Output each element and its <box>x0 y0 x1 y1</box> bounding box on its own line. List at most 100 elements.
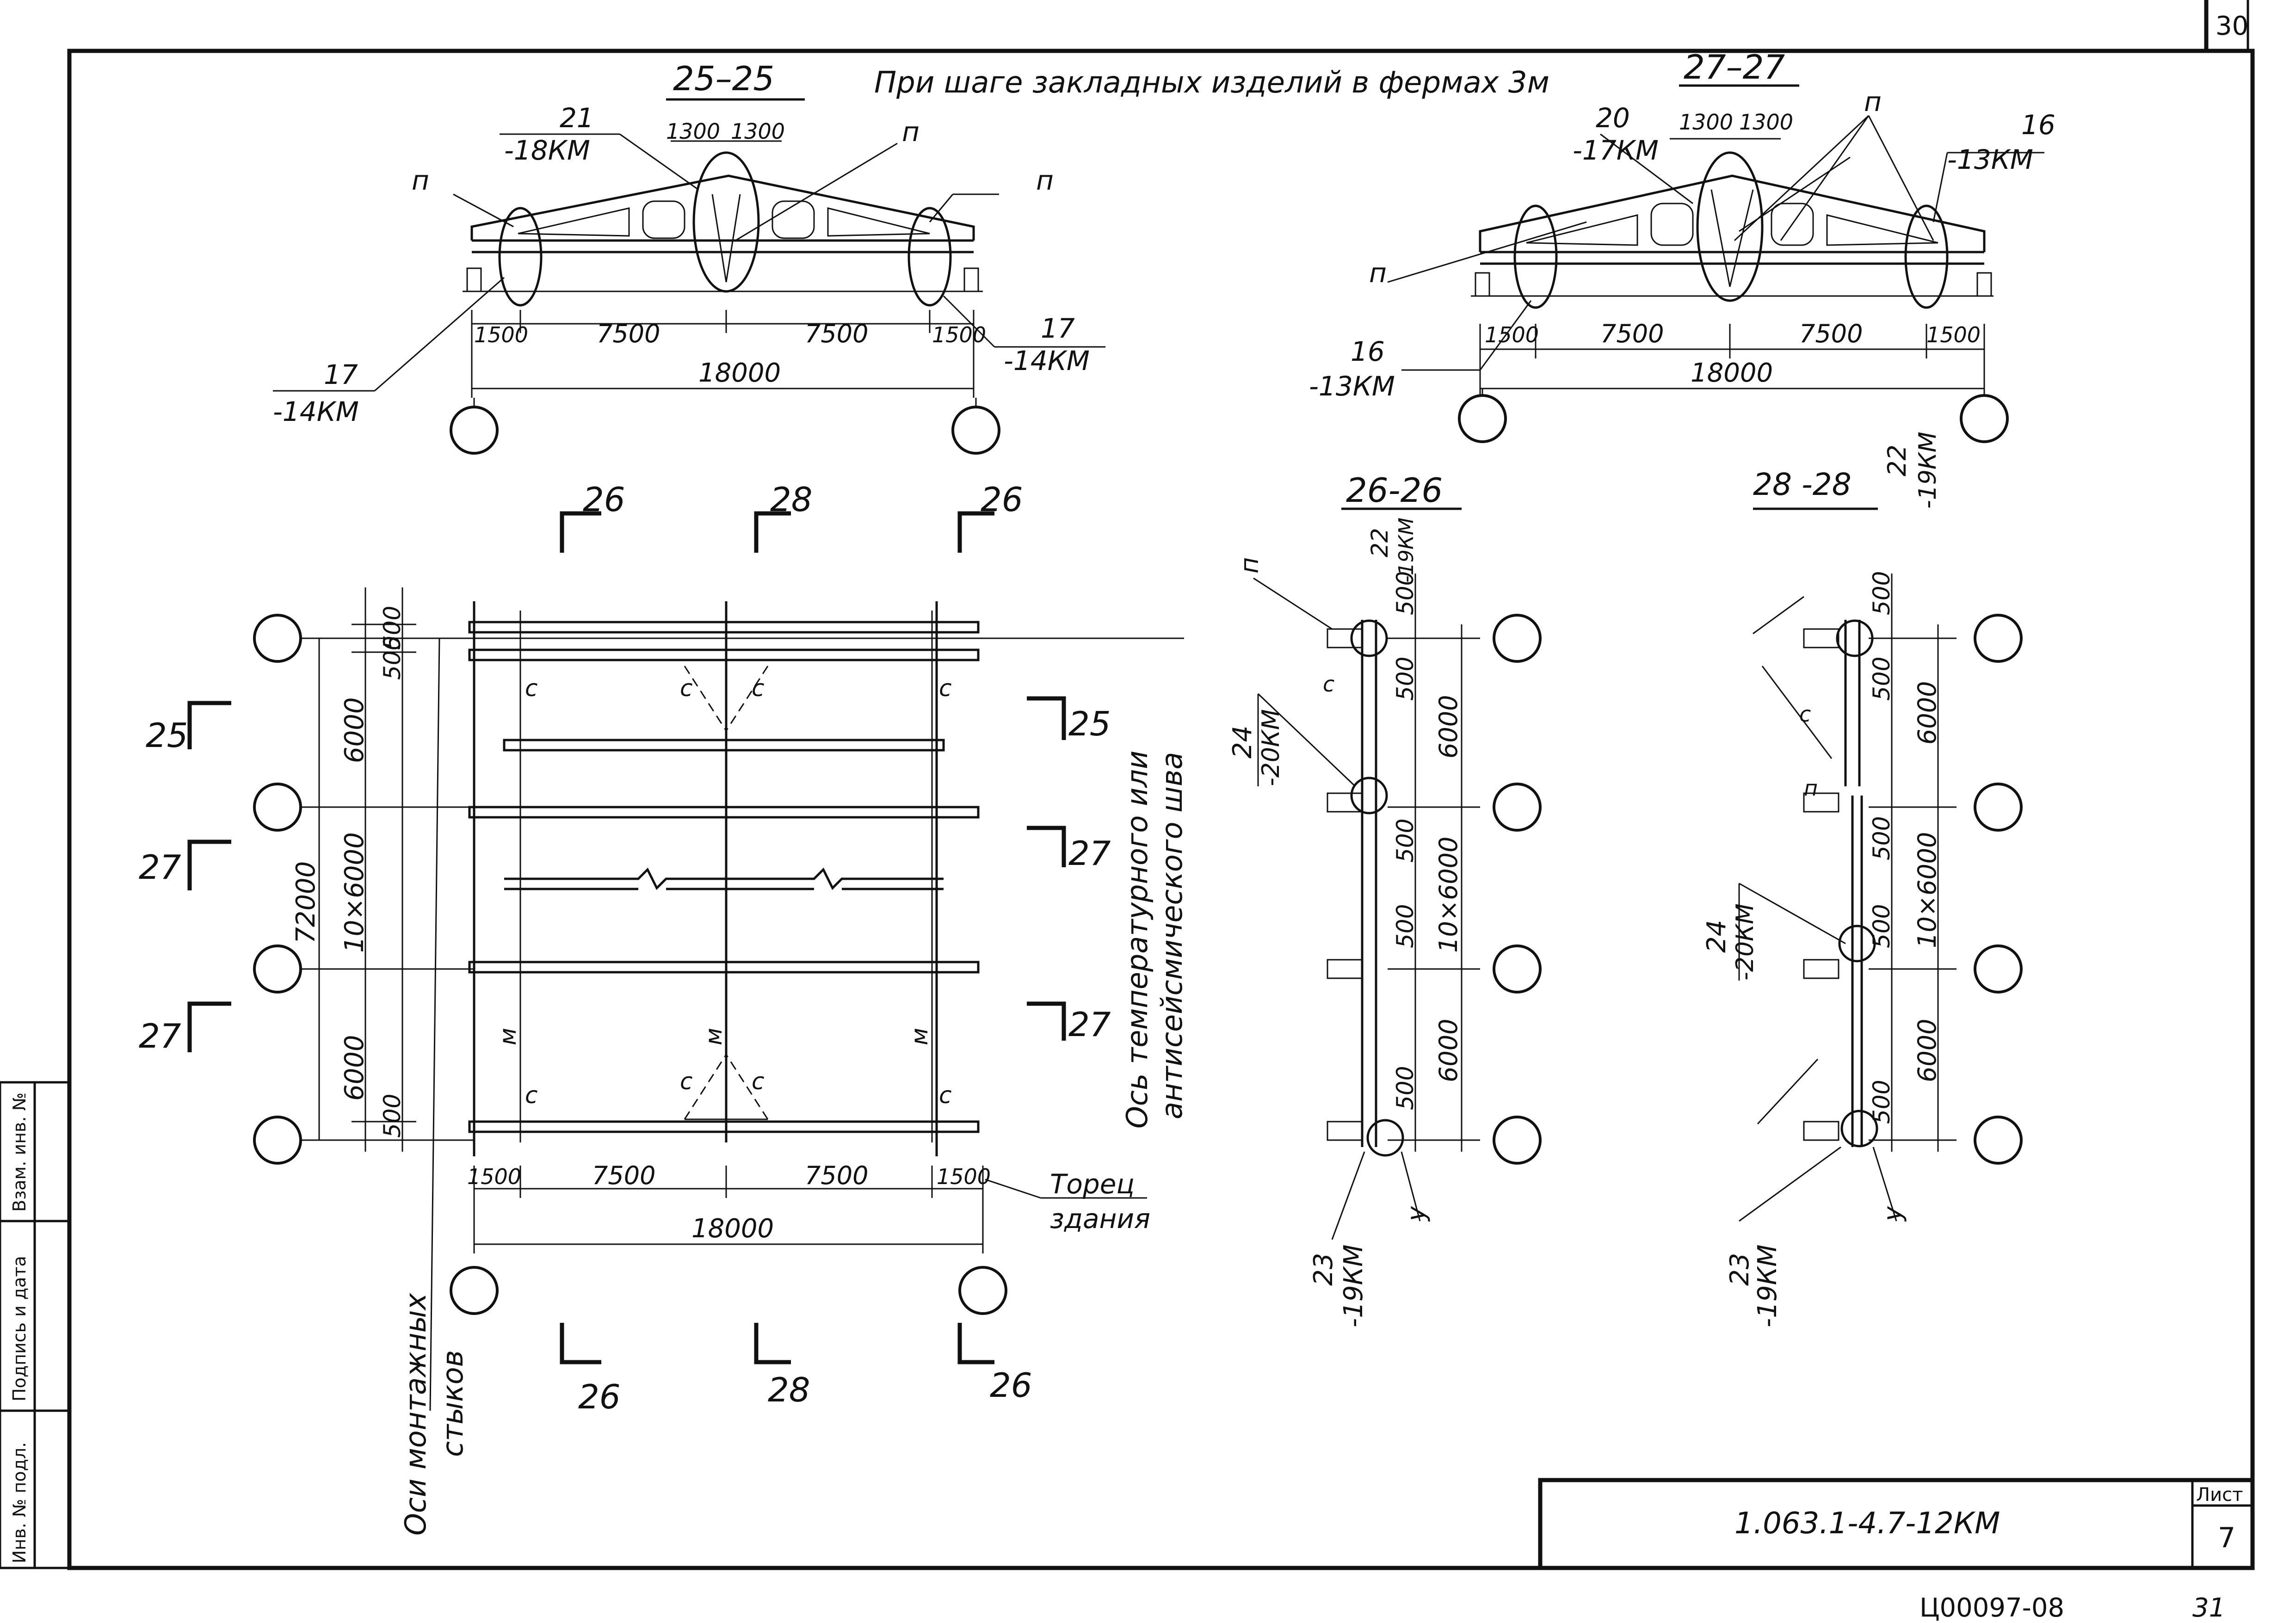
section-28-top-mark: -19КМ <box>1914 432 1942 509</box>
section-25-right-callout-number: 17 <box>1041 313 1075 344</box>
section-27-right-callout-number: 16 <box>2021 109 2055 141</box>
section-28-dim-7: 6000 <box>1913 1019 1942 1082</box>
section-25-right-callout-mark: -14КМ <box>1004 345 1090 376</box>
section-28-top-number: 22 <box>1882 444 1912 476</box>
plan-drawing <box>187 511 1184 1411</box>
plan-dim-6000-bottom: 6000 <box>339 1035 370 1101</box>
plan-cut-27-right-2: 27 <box>1068 1005 1111 1044</box>
section-25-overall: 18000 <box>698 358 781 388</box>
plan-dim-6000-top: 6000 <box>339 697 370 763</box>
section-27-dim-1: 1500 <box>1485 322 1539 347</box>
section-27-left-bottom-callout-number: 16 <box>1351 336 1385 367</box>
plan-cut-28-bottom: 28 <box>768 1370 810 1409</box>
section-26-top-mark: -19КМ <box>1395 518 1418 583</box>
section-28-dim-3: 6000 <box>1913 681 1942 745</box>
section-28-mid-mark: -20КМ <box>1731 903 1759 981</box>
plan-label-c-7: с <box>752 1068 765 1095</box>
plan-label-c-1: с <box>525 675 538 702</box>
section-27-dim-2: 7500 <box>1600 319 1664 348</box>
section-28-label-c: с <box>1799 702 1811 727</box>
section-27-left-bottom-callout-mark: -13КМ <box>1309 370 1395 402</box>
section-25-left-bottom-callout-mark: -14КМ <box>273 396 359 427</box>
plan-overall-vertical: 72000 <box>291 861 321 944</box>
plan-dim-h-1: 1500 <box>467 1164 521 1189</box>
stamp-cell-replace: Взам. инв. № <box>9 1092 30 1212</box>
designation: 1.063.1-4.7-12КМ <box>1734 1506 2000 1541</box>
plan-label-c-4: с <box>939 675 952 702</box>
section-27-drawing <box>1387 84 2044 443</box>
plan-end-note-line2: здания <box>1050 1203 1150 1234</box>
top-right-number: 30 <box>2216 11 2248 41</box>
section-26-dim-4: 500 <box>1392 819 1419 863</box>
plan-axis-note-line1: Ось температурного или <box>1120 751 1154 1129</box>
section-26-drawing <box>1253 507 1542 1240</box>
section-27-right-callout-mark: -13КМ <box>1947 144 2033 175</box>
plan-joints-note-line2: стыков <box>436 1350 469 1457</box>
section-28-mid-number: 24 <box>1702 920 1732 953</box>
section-28-label-p: п <box>1804 776 1818 801</box>
section-27-title: 27–27 <box>1684 48 1785 86</box>
plan-label-c-3: с <box>752 675 765 702</box>
section-25-drawing <box>273 98 1105 455</box>
section-28-label-y: у <box>1878 1206 1907 1222</box>
section-26-dim-8: 500 <box>1392 1066 1419 1110</box>
section-25-left-callout-mark: -18КМ <box>504 135 590 166</box>
section-28-dim-2: 500 <box>1868 657 1895 701</box>
plan-cut-28-top: 28 <box>770 480 813 519</box>
plan-cut-26-bottom-right: 26 <box>990 1366 1032 1405</box>
section-28-dim-5: 10×6000 <box>1913 832 1942 948</box>
plan-label-m-2: м <box>700 1028 727 1045</box>
section-28-bottom-number: 23 <box>1725 1253 1755 1286</box>
plan-dim-500-top-b: 500 <box>379 636 406 680</box>
section-27-dim-top-b: 1300 <box>1739 110 1793 135</box>
bottom-number: 31 <box>2192 1593 2225 1623</box>
section-25-left-callout-number: 21 <box>560 102 594 134</box>
section-28-drawing <box>1738 507 2023 1222</box>
stamp-cell-signature: Подпись и дата <box>9 1256 30 1401</box>
plan-label-c-2: с <box>680 675 693 702</box>
sheet-frame <box>67 0 2255 1570</box>
section-27-label-p-top: п <box>1864 86 1882 117</box>
plan-label-c-5: с <box>525 1082 538 1109</box>
section-27-dim-3: 7500 <box>1799 319 1863 348</box>
section-26-bottom-mark: -19КМ <box>1339 1244 1369 1327</box>
section-25-dim-top-a: 1300 <box>666 119 720 144</box>
section-27-left-callout-number: 20 <box>1596 102 1630 134</box>
section-27-left-callout-mark: -17КМ <box>1573 135 1659 166</box>
plan-cut-26-top-right: 26 <box>981 480 1023 519</box>
plan-dim-h-4: 1500 <box>937 1164 991 1189</box>
section-25-dim-3: 7500 <box>805 319 868 348</box>
stamp-cell-inventory: Инв. № подл. <box>9 1442 30 1563</box>
section-25-title: 25–25 <box>673 59 774 98</box>
plan-cut-26-top-left: 26 <box>583 480 625 519</box>
section-28-dim-8: 500 <box>1868 1080 1895 1124</box>
section-27-dim-4: 1500 <box>1926 322 1981 347</box>
sheet-label: Лист <box>2196 1484 2243 1506</box>
section-26-top-number: 22 <box>1366 528 1393 557</box>
section-25-dim-top-b: 1300 <box>731 119 785 144</box>
section-28-dim-6: 500 <box>1868 904 1895 948</box>
section-25-dim-1: 1500 <box>474 322 528 347</box>
section-26-dim-3: 6000 <box>1434 695 1463 759</box>
plan-cut-27-left-1: 27 <box>139 848 181 887</box>
plan-cut-25-right: 25 <box>1068 704 1111 743</box>
section-28-title: 28 -28 <box>1753 467 1852 502</box>
section-28-dim-4: 500 <box>1868 816 1895 860</box>
section-28-dim-1: 500 <box>1868 571 1895 615</box>
plan-label-m-3: м <box>906 1028 933 1045</box>
section-28-bottom-mark: -19КМ <box>1753 1244 1783 1327</box>
plan-end-note-line1: Торец <box>1050 1168 1135 1200</box>
section-27-dim-top-a: 1300 <box>1679 110 1733 135</box>
plan-dim-h-3: 7500 <box>805 1161 868 1190</box>
section-26-title: 26-26 <box>1346 471 1443 510</box>
plan-label-c-6: с <box>680 1068 693 1095</box>
plan-cut-25-left: 25 <box>146 716 188 755</box>
plan-overall-horizontal: 18000 <box>691 1214 774 1244</box>
section-25-dim-2: 7500 <box>597 319 660 348</box>
section-26-label-p: п <box>1235 557 1264 574</box>
plan-dim-h-2: 7500 <box>592 1161 655 1190</box>
section-26-dim-7: 6000 <box>1434 1019 1463 1082</box>
sheet-number: 7 <box>2218 1522 2235 1554</box>
section-26-bottom-number: 23 <box>1308 1253 1339 1286</box>
